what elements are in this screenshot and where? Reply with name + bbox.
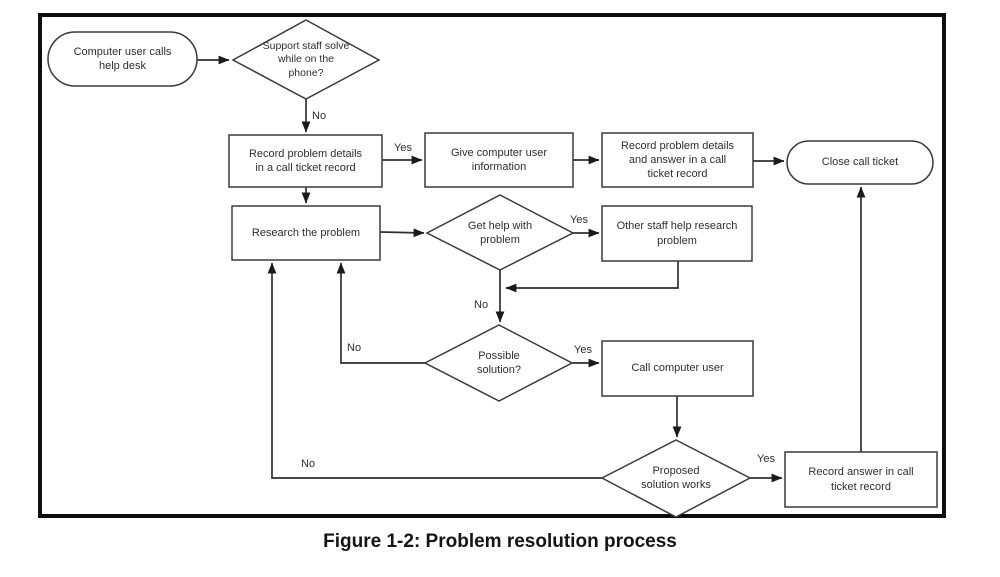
edge-label-proposed-yes: Yes (757, 453, 775, 465)
research-process-label: Research the problem (251, 226, 361, 239)
give-info-process-label: Give computer user information (451, 146, 547, 173)
give-info-process-shape (424, 132, 574, 188)
solution-works-decision-label: Proposed solution works (641, 464, 711, 491)
record-details-answer-process-label: Record problem details and answer in a c… (620, 139, 735, 181)
call-user-process-shape (601, 340, 754, 397)
figure-caption: Figure 1-2: Problem resolution process (323, 531, 677, 552)
edge-otherstaff-return (505, 261, 679, 293)
get-help-decision-shape (425, 194, 575, 271)
record-details-answer-process-shape (601, 132, 754, 188)
call-user-process-label: Call computer user (631, 362, 724, 375)
edge-label-proposed-no: No (301, 458, 316, 470)
record-details-process-shape (228, 134, 383, 188)
solve-on-phone-decision-shape (231, 19, 381, 100)
close-ticket-terminator-label: Close call ticket (821, 156, 899, 169)
solve-on-phone-decision-label: Support staff solve while on the phone? (262, 39, 350, 79)
edge-research-to-gethelp (379, 228, 425, 238)
start-terminator-label: Computer user calls help desk (73, 45, 172, 72)
edge-label-get-help-no: No (474, 299, 489, 311)
possible-solution-decision-label: Possible solution? (476, 349, 522, 376)
possible-solution-decision-shape (423, 324, 574, 402)
edge-label-possible-yes: Yes (574, 344, 592, 356)
record-answer-process-shape (784, 451, 938, 508)
close-ticket-terminator-shape (786, 140, 934, 185)
edge-label-solve-no: No (312, 110, 327, 122)
edge-possible-no-to-research (336, 262, 425, 364)
get-help-decision-label: Get help with problem (467, 219, 533, 246)
research-process-shape (231, 205, 381, 261)
edge-label-possible-no: No (347, 342, 362, 354)
record-details-process-label: Record problem details in a call ticket … (248, 147, 363, 174)
start-terminator-shape (47, 31, 198, 87)
edge-label-get-help-yes: Yes (570, 214, 588, 226)
diagram-border (38, 13, 946, 518)
record-answer-process-label: Record answer in call ticket record (808, 466, 914, 493)
edge-label-solve-yes: Yes (394, 142, 412, 154)
solution-works-decision-shape (600, 439, 752, 518)
other-staff-process-shape (601, 205, 753, 262)
other-staff-process-label: Other staff help research problem (616, 220, 738, 247)
edge-proposed-no-to-research (267, 262, 602, 479)
